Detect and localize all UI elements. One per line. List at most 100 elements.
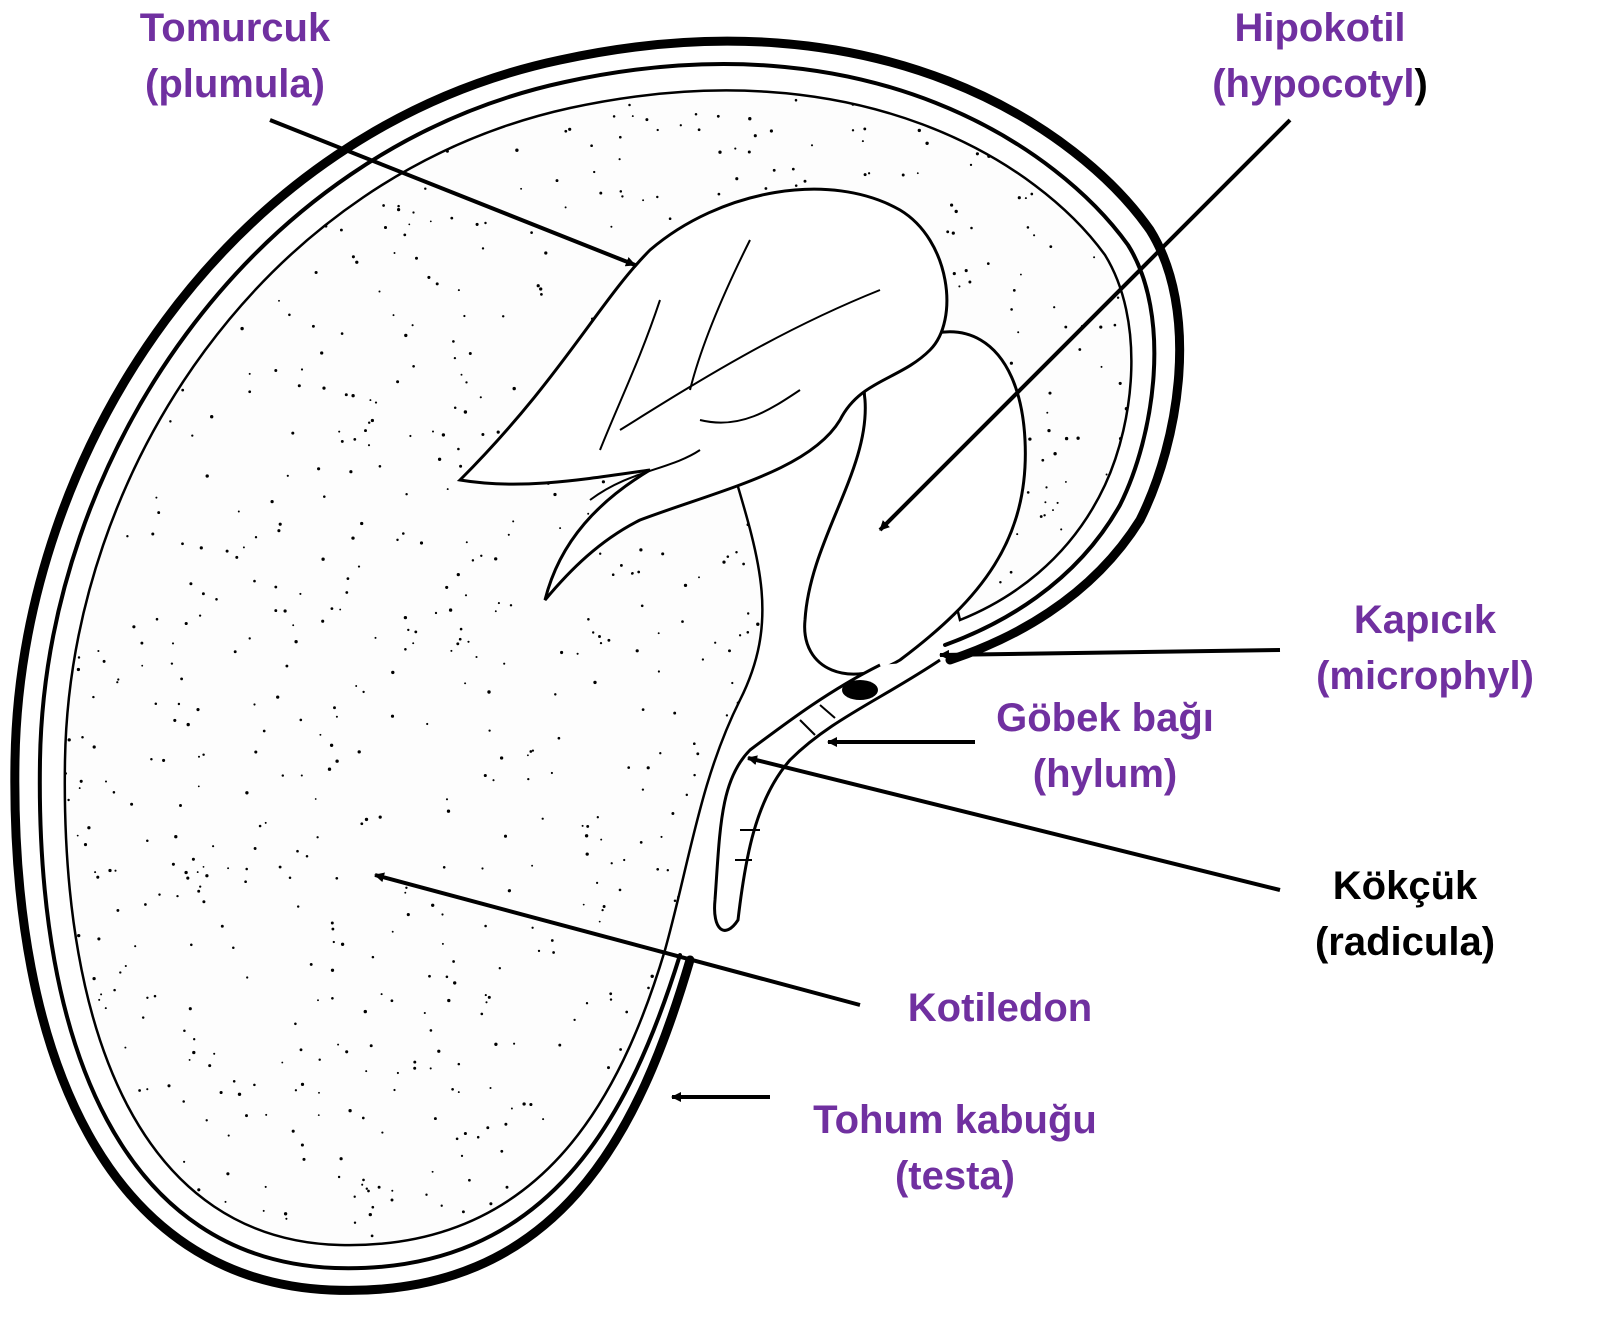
stipple-dot bbox=[382, 204, 385, 207]
stipple-dot bbox=[228, 1135, 230, 1137]
stipple-dot bbox=[415, 257, 418, 260]
stipple-dot bbox=[298, 384, 301, 387]
stipple-dot bbox=[952, 232, 955, 235]
stipple-dot bbox=[434, 1117, 437, 1120]
stipple-dot bbox=[747, 612, 749, 614]
stipple-dot bbox=[510, 604, 512, 606]
stipple-dot bbox=[488, 729, 490, 731]
stipple-dot bbox=[437, 1050, 440, 1053]
stipple-dot bbox=[585, 834, 588, 837]
stipple-dot bbox=[181, 389, 184, 392]
stipple-dot bbox=[702, 658, 704, 660]
stipple-dot bbox=[185, 622, 188, 625]
stipple-dot bbox=[637, 571, 640, 574]
stipple-dot bbox=[495, 610, 497, 612]
stipple-dot bbox=[155, 702, 158, 705]
stipple-dot bbox=[449, 608, 452, 611]
stipple-dot bbox=[369, 1213, 372, 1216]
stipple-dot bbox=[203, 866, 205, 868]
stipple-dot bbox=[245, 791, 248, 794]
stipple-dot bbox=[414, 630, 417, 633]
stipple-dot bbox=[554, 693, 556, 695]
stipple-dot bbox=[301, 774, 303, 776]
stipple-dot bbox=[542, 818, 544, 820]
stipple-dot bbox=[623, 859, 625, 861]
stipple-dot bbox=[610, 998, 612, 1000]
stipple-dot bbox=[141, 665, 143, 667]
stipple-dot bbox=[529, 1103, 532, 1106]
label-radicle-name: Kökçük bbox=[1285, 858, 1525, 914]
stipple-dot bbox=[288, 314, 291, 317]
stipple-dot bbox=[1040, 515, 1043, 518]
stipple-dot bbox=[727, 555, 730, 558]
label-plumula-name: Tomurcuk bbox=[120, 0, 350, 56]
stipple-dot bbox=[68, 738, 71, 741]
stipple-dot bbox=[628, 104, 631, 107]
stipple-dot bbox=[658, 670, 660, 672]
stipple-dot bbox=[132, 625, 135, 628]
stipple-dot bbox=[446, 976, 449, 979]
stipple-dot bbox=[119, 971, 121, 973]
stipple-dot bbox=[1010, 308, 1013, 311]
stipple-dot bbox=[333, 941, 335, 943]
stipple-dot bbox=[409, 435, 411, 437]
stipple-dot bbox=[355, 685, 357, 687]
stipple-dot bbox=[235, 556, 238, 559]
stipple-dot bbox=[318, 1058, 320, 1060]
stipple-dot bbox=[494, 557, 497, 560]
stipple-dot bbox=[792, 168, 795, 171]
stipple-dot bbox=[1046, 412, 1048, 414]
stipple-dot bbox=[671, 812, 674, 815]
stipple-dot bbox=[369, 399, 371, 401]
stipple-dot bbox=[619, 889, 622, 892]
stipple-dot bbox=[1078, 348, 1081, 351]
stipple-dot bbox=[631, 572, 634, 575]
stipple-dot bbox=[587, 618, 590, 621]
stipple-dot bbox=[432, 430, 434, 432]
stipple-dot bbox=[370, 1044, 373, 1047]
stipple-dot bbox=[1076, 437, 1079, 440]
stipple-dot bbox=[360, 822, 363, 825]
stipple-dot bbox=[362, 1117, 365, 1120]
stipple-dot bbox=[397, 208, 400, 211]
stipple-dot bbox=[134, 945, 136, 947]
stipple-dot bbox=[394, 252, 396, 254]
stipple-dot bbox=[244, 880, 247, 883]
stipple-dot bbox=[902, 174, 905, 177]
stipple-dot bbox=[513, 387, 516, 390]
stipple-dot bbox=[299, 719, 302, 722]
stipple-dot bbox=[965, 269, 968, 272]
stipple-dot bbox=[627, 766, 630, 769]
label-testa: Tohum kabuğu (testa) bbox=[780, 1092, 1130, 1204]
stipple-dot bbox=[263, 1210, 265, 1212]
stipple-dot bbox=[198, 756, 200, 758]
stipple-dot bbox=[1018, 196, 1021, 199]
stipple-dot bbox=[603, 905, 606, 908]
stipple-dot bbox=[279, 866, 282, 869]
stipple-dot bbox=[684, 584, 687, 587]
stipple-dot bbox=[946, 230, 949, 233]
stipple-dot bbox=[372, 956, 375, 959]
stipple-dot bbox=[78, 656, 80, 658]
stipple-dot bbox=[206, 474, 209, 477]
stipple-dot bbox=[970, 164, 972, 166]
stipple-dot bbox=[173, 719, 176, 722]
stipple-dot bbox=[361, 1184, 363, 1186]
stipple-dot bbox=[87, 826, 90, 829]
stipple-dot bbox=[661, 552, 664, 555]
stipple-dot bbox=[274, 609, 277, 612]
stipple-dot bbox=[413, 1061, 416, 1064]
stipple-dot bbox=[335, 877, 338, 880]
stipple-dot bbox=[427, 276, 430, 279]
stipple-dot bbox=[1049, 245, 1052, 248]
stipple-dot bbox=[999, 581, 1001, 583]
stipple-dot bbox=[453, 981, 456, 984]
stipple-dot bbox=[656, 196, 658, 198]
stipple-dot bbox=[289, 877, 292, 880]
stipple-dot bbox=[430, 1029, 433, 1032]
label-cotyledon: Kotiledon bbox=[880, 980, 1120, 1036]
stipple-dot bbox=[500, 1150, 503, 1153]
stipple-dot bbox=[431, 904, 434, 907]
stipple-dot bbox=[551, 939, 554, 942]
stipple-dot bbox=[259, 825, 262, 828]
